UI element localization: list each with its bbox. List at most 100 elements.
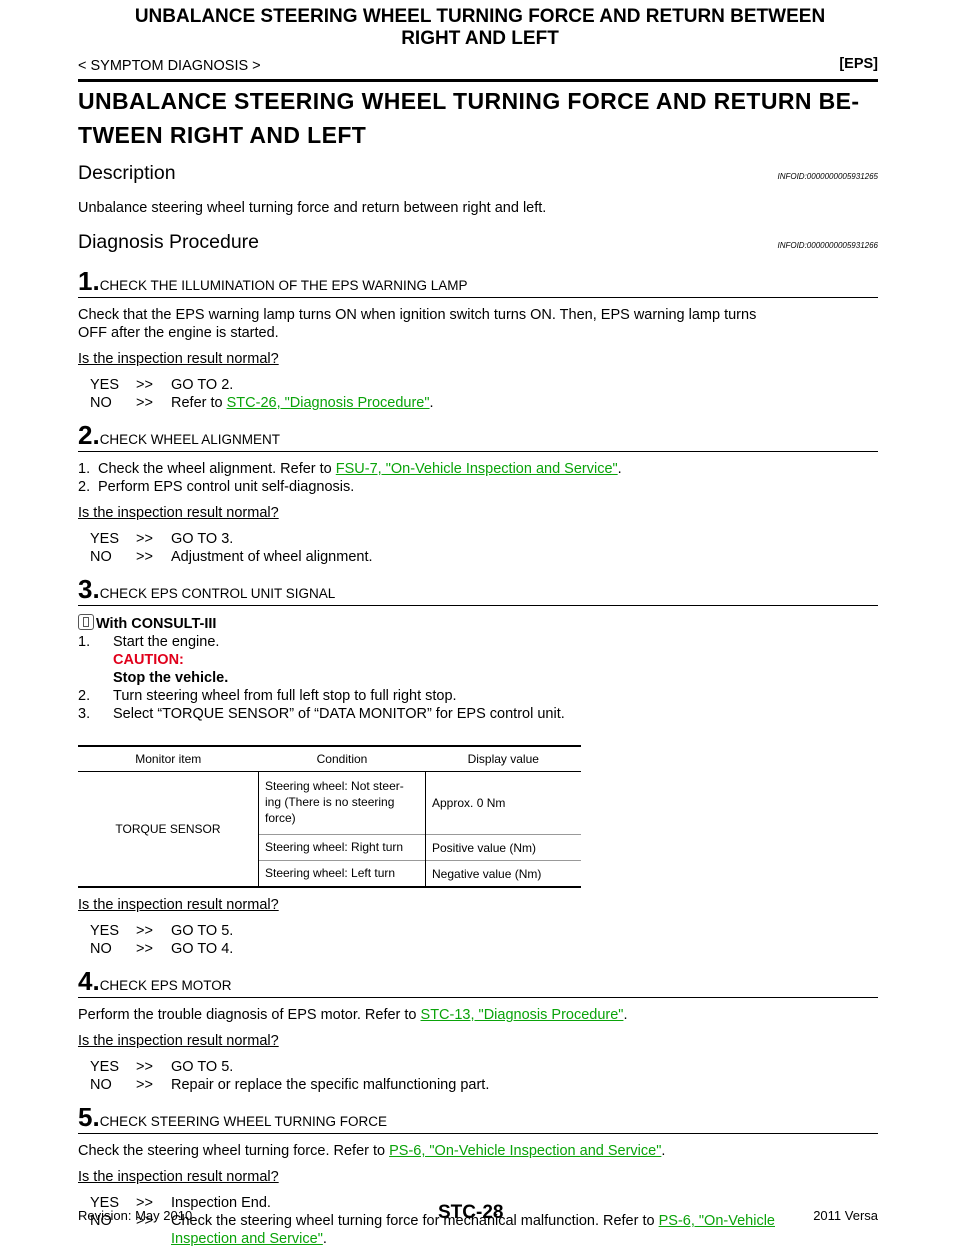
- description-heading-row: Description INFOID:0000000005931265: [78, 162, 878, 185]
- step-2-heading: 2. CHECK WHEEL ALIGNMENT: [78, 422, 878, 452]
- yes-label: YES: [90, 531, 120, 547]
- header-title-line2: RIGHT AND LEFT: [401, 28, 559, 49]
- step-1-body-line1: Check that the EPS warning lamp turns ON…: [78, 307, 757, 323]
- period: .: [617, 461, 622, 477]
- step-1-yes-text: GO TO 2.: [171, 377, 234, 393]
- arrow-label: >>: [136, 549, 153, 565]
- step-1-title: CHECK THE ILLUMINATION OF THE EPS WARNIN…: [99, 278, 468, 293]
- yes-label: YES: [90, 1195, 120, 1211]
- arrow-label: >>: [136, 1195, 153, 1211]
- step-3-heading: 3. CHECK EPS CONTROL UNIT SIGNAL: [78, 576, 878, 606]
- step-1-no-text: Refer to: [171, 395, 227, 411]
- step-4-heading: 4. CHECK EPS MOTOR: [78, 968, 878, 998]
- step-1-heading: 1. CHECK THE ILLUMINATION OF THE EPS WAR…: [78, 268, 878, 298]
- step-1-body-line2: OFF after the engine is started.: [78, 325, 279, 341]
- step-5-yes-text: Inspection End.: [171, 1195, 271, 1211]
- link-ps-6[interactable]: PS-6, "On-Vehicle Inspection and Service…: [389, 1143, 662, 1159]
- step-3-number: 3.: [78, 574, 100, 604]
- header-section: < SYMPTOM DIAGNOSIS >: [78, 58, 261, 74]
- step-2-item-2-text: Perform EPS control unit self-diagnosis.: [98, 479, 355, 495]
- step-2-no: NO >> Adjustment of wheel alignment.: [90, 548, 878, 566]
- period: .: [429, 395, 434, 411]
- consult-label: With CONSULT-III: [96, 616, 217, 632]
- step-4-number: 4.: [78, 966, 100, 996]
- procedure-heading: Diagnosis Procedure: [78, 231, 260, 253]
- step-4-answers: YES>>GO TO 5. NO>>Repair or replace the …: [78, 1058, 878, 1094]
- step-2-item-2: 2. Perform EPS control unit self-diagnos…: [78, 478, 878, 496]
- step-3-item-3-text: Select “TORQUE SENSOR” of “DATA MONITOR”…: [113, 706, 565, 722]
- page-content: UNBALANCE STEERING WHEEL TURNING FORCE A…: [78, 84, 878, 1248]
- step-3-yes-text: GO TO 5.: [171, 923, 234, 939]
- description-text: Unbalance steering wheel turning force a…: [78, 200, 547, 216]
- step-2-answers: YES >> GO TO 3. NO >> Adjustment of wheel al…: [78, 530, 878, 566]
- step-2-item-1: 1. Check the wheel alignment. Refer to F…: [78, 460, 878, 478]
- step-3-item-3: 3. Select “TORQUE SENSOR” of “DATA MONIT…: [78, 705, 878, 723]
- step-2-title: CHECK WHEEL ALIGNMENT: [99, 432, 280, 447]
- list-number: 1.: [78, 461, 91, 477]
- list-number: 2.: [78, 688, 91, 704]
- consult-iii-icon: [78, 614, 94, 630]
- table-cell-condition: Steering wheel: Not steer- ing (There is…: [258, 771, 426, 835]
- no-label: NO: [90, 1213, 112, 1229]
- link-stc-13[interactable]: STC-13, "Diagnosis Procedure": [420, 1007, 624, 1023]
- step-3-answers: YES>>GO TO 5. NO>>GO TO 4.: [78, 922, 878, 958]
- table-cell-value: Approx. 0 Nm: [432, 796, 506, 810]
- step-2-number: 2.: [78, 420, 100, 450]
- step-3-item-2-text: Turn steering wheel from full left stop …: [113, 688, 457, 704]
- caution-text: Stop the vehicle.: [113, 670, 229, 686]
- step-3-item-1: 1. Start the engine.: [78, 633, 878, 651]
- step-2-question: Is the inspection result normal?: [78, 505, 279, 521]
- step-3-item-2: 2. Turn steering wheel from full left st…: [78, 687, 878, 705]
- step-5-heading: 5. CHECK STEERING WHEEL TURNING FORCE: [78, 1104, 878, 1134]
- step-1-number: 1.: [78, 266, 100, 296]
- table-cell-value: Positive value (Nm): [425, 834, 581, 861]
- link-fsu-7[interactable]: FSU-7, "On-Vehicle Inspection and Servic…: [335, 461, 618, 477]
- link-ps-6-line2[interactable]: Inspection and Service": [171, 1231, 323, 1247]
- header-title-line1: UNBALANCE STEERING WHEEL TURNING FORCE A…: [134, 6, 826, 27]
- table-header-condition: Condition: [258, 745, 426, 772]
- arrow-label: >>: [136, 941, 153, 957]
- no-label: NO: [90, 549, 112, 565]
- step-4-yes: YES>>GO TO 5.: [90, 1058, 878, 1076]
- link-ps-6-line1[interactable]: PS-6, "On-Vehicle: [658, 1213, 775, 1229]
- table-cell-value: Negative value (Nm): [425, 860, 581, 888]
- step-5-title: CHECK STEERING WHEEL TURNING FORCE: [99, 1114, 387, 1129]
- table-header-monitor-item: Monitor item: [78, 745, 259, 772]
- step-2-no-text: Adjustment of wheel alignment.: [171, 549, 373, 565]
- step-4-yes-text: GO TO 5.: [171, 1059, 234, 1075]
- header-tag: [EPS]: [839, 56, 878, 72]
- step-4-body-text: Perform the trouble diagnosis of EPS mot…: [78, 1007, 421, 1023]
- link-stc-26[interactable]: STC-26, "Diagnosis Procedure": [226, 395, 430, 411]
- table-cell-monitor-item: TORQUE SENSOR: [78, 771, 259, 888]
- step-4-no-text: Repair or replace the specific malfuncti…: [171, 1077, 490, 1093]
- list-number: 1.: [78, 634, 91, 650]
- procedure-infoid: INFOID:0000000005931266: [777, 241, 878, 250]
- step-2-item-1-text: Check the wheel alignment. Refer to: [98, 461, 336, 477]
- step-2-yes-text: GO TO 3.: [171, 531, 234, 547]
- step-3-question: Is the inspection result normal?: [78, 897, 279, 913]
- header-rule: [78, 79, 878, 82]
- condition-line: ing (There is no steering: [265, 795, 395, 809]
- table-header-display-value: Display value: [425, 745, 581, 772]
- step-1-yes: YES>>GO TO 2.: [90, 376, 878, 394]
- arrow-label: >>: [136, 531, 153, 547]
- header-title: UNBALANCE STEERING WHEEL TURNING FORCE A…: [80, 6, 880, 50]
- table-row: Steering wheel: Right turn Positive valu…: [78, 834, 581, 861]
- footer-page-number: STC-28: [438, 1202, 504, 1223]
- arrow-label: >>: [136, 377, 153, 393]
- step-5-no: NO>> Check the steering wheel turning fo…: [90, 1212, 878, 1248]
- step-5-yes: YES >> Inspection End.: [90, 1194, 878, 1212]
- step-3-item-1-text: Start the engine.: [113, 634, 220, 650]
- condition-line: force): [265, 811, 296, 825]
- condition-line: Steering wheel: Not steer-: [265, 779, 404, 793]
- step-1-question: Is the inspection result normal?: [78, 351, 279, 367]
- period: .: [661, 1143, 666, 1159]
- step-5-body: Check the steering wheel turning force. …: [78, 1142, 878, 1160]
- step-4-body: Perform the trouble diagnosis of EPS mot…: [78, 1006, 878, 1024]
- step-4-question: Is the inspection result normal?: [78, 1033, 279, 1049]
- step-5-no-text: Check the steering wheel turning force f…: [171, 1213, 659, 1229]
- step-2-list: 1. Check the wheel alignment. Refer to F…: [78, 460, 878, 496]
- no-label: NO: [90, 941, 112, 957]
- step-1-answers: YES>>GO TO 2. NO>>Refer to STC-26, "Diag…: [78, 376, 878, 412]
